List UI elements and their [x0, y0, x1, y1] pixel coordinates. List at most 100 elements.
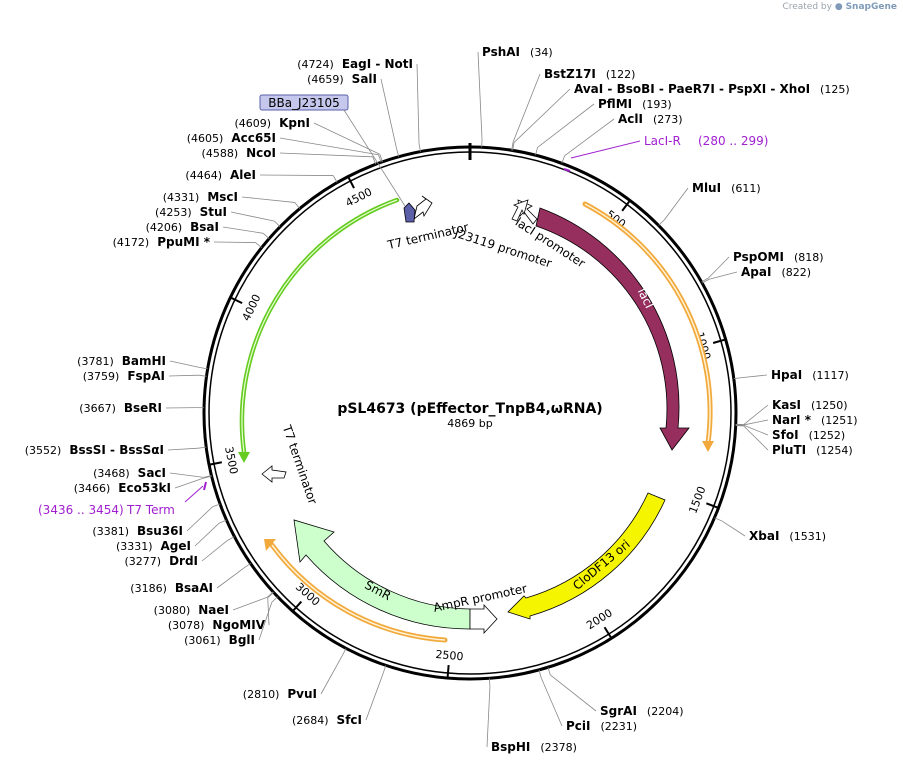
bba-j23105-box[interactable]	[259, 94, 349, 111]
feature-bba-j23105[interactable]	[403, 202, 416, 223]
enzyme-name: NcoI	[246, 146, 276, 160]
enzyme-site[interactable]: NcoI(4588)	[202, 146, 377, 165]
enzyme-site[interactable]: AgeI(3331)	[116, 519, 227, 553]
feature-j23119-promoter[interactable]	[511, 199, 529, 222]
enzyme-site[interactable]: PpuMI *(4172)	[113, 235, 262, 249]
enzyme-position: (4253)	[155, 206, 192, 219]
enzyme-name: BamHI	[122, 354, 166, 368]
enzyme-site[interactable]: SgrAI(2204)	[547, 667, 684, 718]
plasmid-size: 4869 bp	[447, 417, 492, 430]
enzyme-site[interactable]: AleI(4464)	[185, 168, 338, 183]
enzyme-site[interactable]: PshAI(34)	[477, 45, 553, 148]
enzyme-site[interactable]: NgoMIV(3078)	[168, 592, 274, 632]
enzyme-leader	[258, 602, 273, 641]
enzyme-leader	[259, 174, 334, 176]
primer-t7-term-range: (3436 .. 3454)	[38, 503, 124, 517]
primer-t7-term-name[interactable]: T7 Term	[126, 503, 175, 517]
bba-j23105-leader	[343, 109, 406, 207]
enzyme-leader	[708, 256, 730, 279]
enzyme-site[interactable]: Acc65I(4605)	[187, 131, 382, 163]
enzyme-leader	[416, 63, 420, 144]
enzyme-name: Bsu36I	[137, 524, 183, 538]
enzyme-position: (4724)	[297, 58, 334, 71]
enzyme-site[interactable]: KpnI(4609)	[235, 116, 383, 162]
enzyme-site[interactable]: PluTI(1254)	[735, 425, 853, 457]
enzyme-site[interactable]: BstZ17I(122)	[511, 67, 636, 151]
enzyme-position: (1252)	[809, 429, 846, 442]
tick-label-4000: 4000	[240, 292, 264, 323]
enzyme-leader	[201, 540, 228, 562]
enzyme-site[interactable]: SalI(4659)	[307, 72, 400, 157]
enzyme-site[interactable]: NarI *(1251)	[735, 413, 858, 427]
enzyme-site[interactable]: MscI(4331)	[163, 190, 301, 209]
enzyme-site[interactable]: SfcI(2684)	[292, 665, 387, 727]
feature-smr[interactable]	[293, 519, 471, 630]
enzyme-site[interactable]: BspHI(2378)	[486, 678, 577, 754]
enzyme-position: (3078)	[168, 619, 205, 632]
feature-laci[interactable]	[535, 207, 690, 451]
enzyme-position: (4605)	[187, 132, 224, 145]
enzyme-leader	[232, 596, 268, 611]
tick-mark-500	[621, 199, 631, 212]
enzyme-name: DrdI	[169, 554, 198, 568]
enzyme-cut-tick	[271, 596, 278, 603]
enzyme-site[interactable]: NaeI(3080)	[154, 591, 274, 617]
enzyme-site[interactable]: XbaI(1531)	[714, 517, 826, 543]
enzyme-leader	[721, 520, 746, 537]
enzyme-site[interactable]: AclI(273)	[561, 112, 683, 164]
orange-arrow-right	[702, 441, 714, 452]
enzyme-position: (273)	[653, 113, 683, 126]
enzyme-site[interactable]: BsaAI(3186)	[130, 563, 251, 595]
enzyme-site[interactable]: HpaI(1117)	[733, 368, 849, 382]
tick-label-3500: 3500	[222, 445, 240, 475]
enzyme-site[interactable]: PciI(2231)	[538, 669, 637, 733]
orange-arc-bottom-core	[271, 544, 446, 641]
tick-mark-2000	[603, 626, 613, 639]
enzyme-site[interactable]: MluI(611)	[658, 181, 761, 226]
feature-t7-terminator-bottom[interactable]	[261, 465, 287, 483]
enzyme-site[interactable]: BsaI(4206)	[146, 220, 270, 239]
enzyme-site[interactable]: SacI(3468)	[93, 466, 212, 480]
feature-clodf13-ori[interactable]	[507, 492, 666, 620]
enzyme-name: BspHI	[491, 740, 530, 754]
enzyme-site[interactable]: BssSI - BssSαI(3552)	[25, 443, 207, 457]
feature-ampr-promoter[interactable]	[469, 603, 498, 635]
enzyme-position: (3468)	[93, 467, 130, 480]
enzyme-leader	[222, 226, 264, 234]
enzyme-position: (3186)	[130, 582, 167, 595]
enzyme-site[interactable]: StuI(4253)	[155, 205, 281, 227]
enzyme-site[interactable]: Bsu36I(3381)	[92, 503, 221, 538]
enzyme-site[interactable]: BseRI(3667)	[79, 401, 205, 415]
bba-j23105-label: BBa_J23105	[268, 96, 340, 110]
enzyme-site[interactable]: SfoI(1252)	[735, 424, 846, 442]
enzyme-cut-tick	[255, 242, 262, 248]
enzyme-layer: PshAI(34)BstZ17I(122)AvaI - BsoBI - PaeR…	[25, 45, 858, 754]
enzyme-name: BglI	[229, 633, 255, 647]
enzyme-site[interactable]: KasI(1250)	[735, 398, 848, 425]
enzyme-site[interactable]: FspAI(3759)	[83, 369, 207, 383]
enzyme-site[interactable]: PvuI(2810)	[243, 648, 347, 701]
enzyme-site[interactable]: EagI - NotI(4724)	[297, 57, 421, 152]
enzyme-cut-tick	[198, 374, 207, 377]
enzyme-position: (34)	[530, 46, 553, 59]
green-arc-left-core	[241, 199, 398, 453]
plasmid-name: pSL4673 (pEffector_TnpB4,ωRNA)	[337, 401, 602, 417]
enzyme-site[interactable]: BglI(3061)	[184, 596, 278, 647]
enzyme-site[interactable]: AvaI - BsoBI - PaeR7I - PspXI - XhoI(125…	[512, 82, 850, 151]
primer-laci-r-name[interactable]: LacI-R	[644, 134, 681, 148]
enzyme-cut-tick	[332, 175, 338, 183]
enzyme-leader	[743, 419, 769, 426]
enzyme-site[interactable]: Eco53kI(3466)	[74, 475, 212, 495]
enzyme-site[interactable]: PflMI(193)	[535, 97, 672, 156]
enzyme-site[interactable]: PspOMI(818)	[701, 250, 824, 283]
enzyme-position: (3331)	[116, 540, 153, 553]
enzyme-leader	[230, 211, 275, 222]
enzyme-site[interactable]: DrdI(3277)	[124, 536, 235, 568]
enzyme-position: (2810)	[243, 688, 280, 701]
enzyme-site[interactable]: BamHI(3781)	[77, 354, 208, 370]
enzyme-position: (1254)	[816, 444, 853, 457]
enzyme-position: (4172)	[113, 236, 150, 249]
enzyme-leader	[741, 374, 768, 379]
feature-t7-terminator-top[interactable]	[413, 195, 433, 221]
enzyme-site[interactable]: ApaI(822)	[701, 265, 811, 284]
